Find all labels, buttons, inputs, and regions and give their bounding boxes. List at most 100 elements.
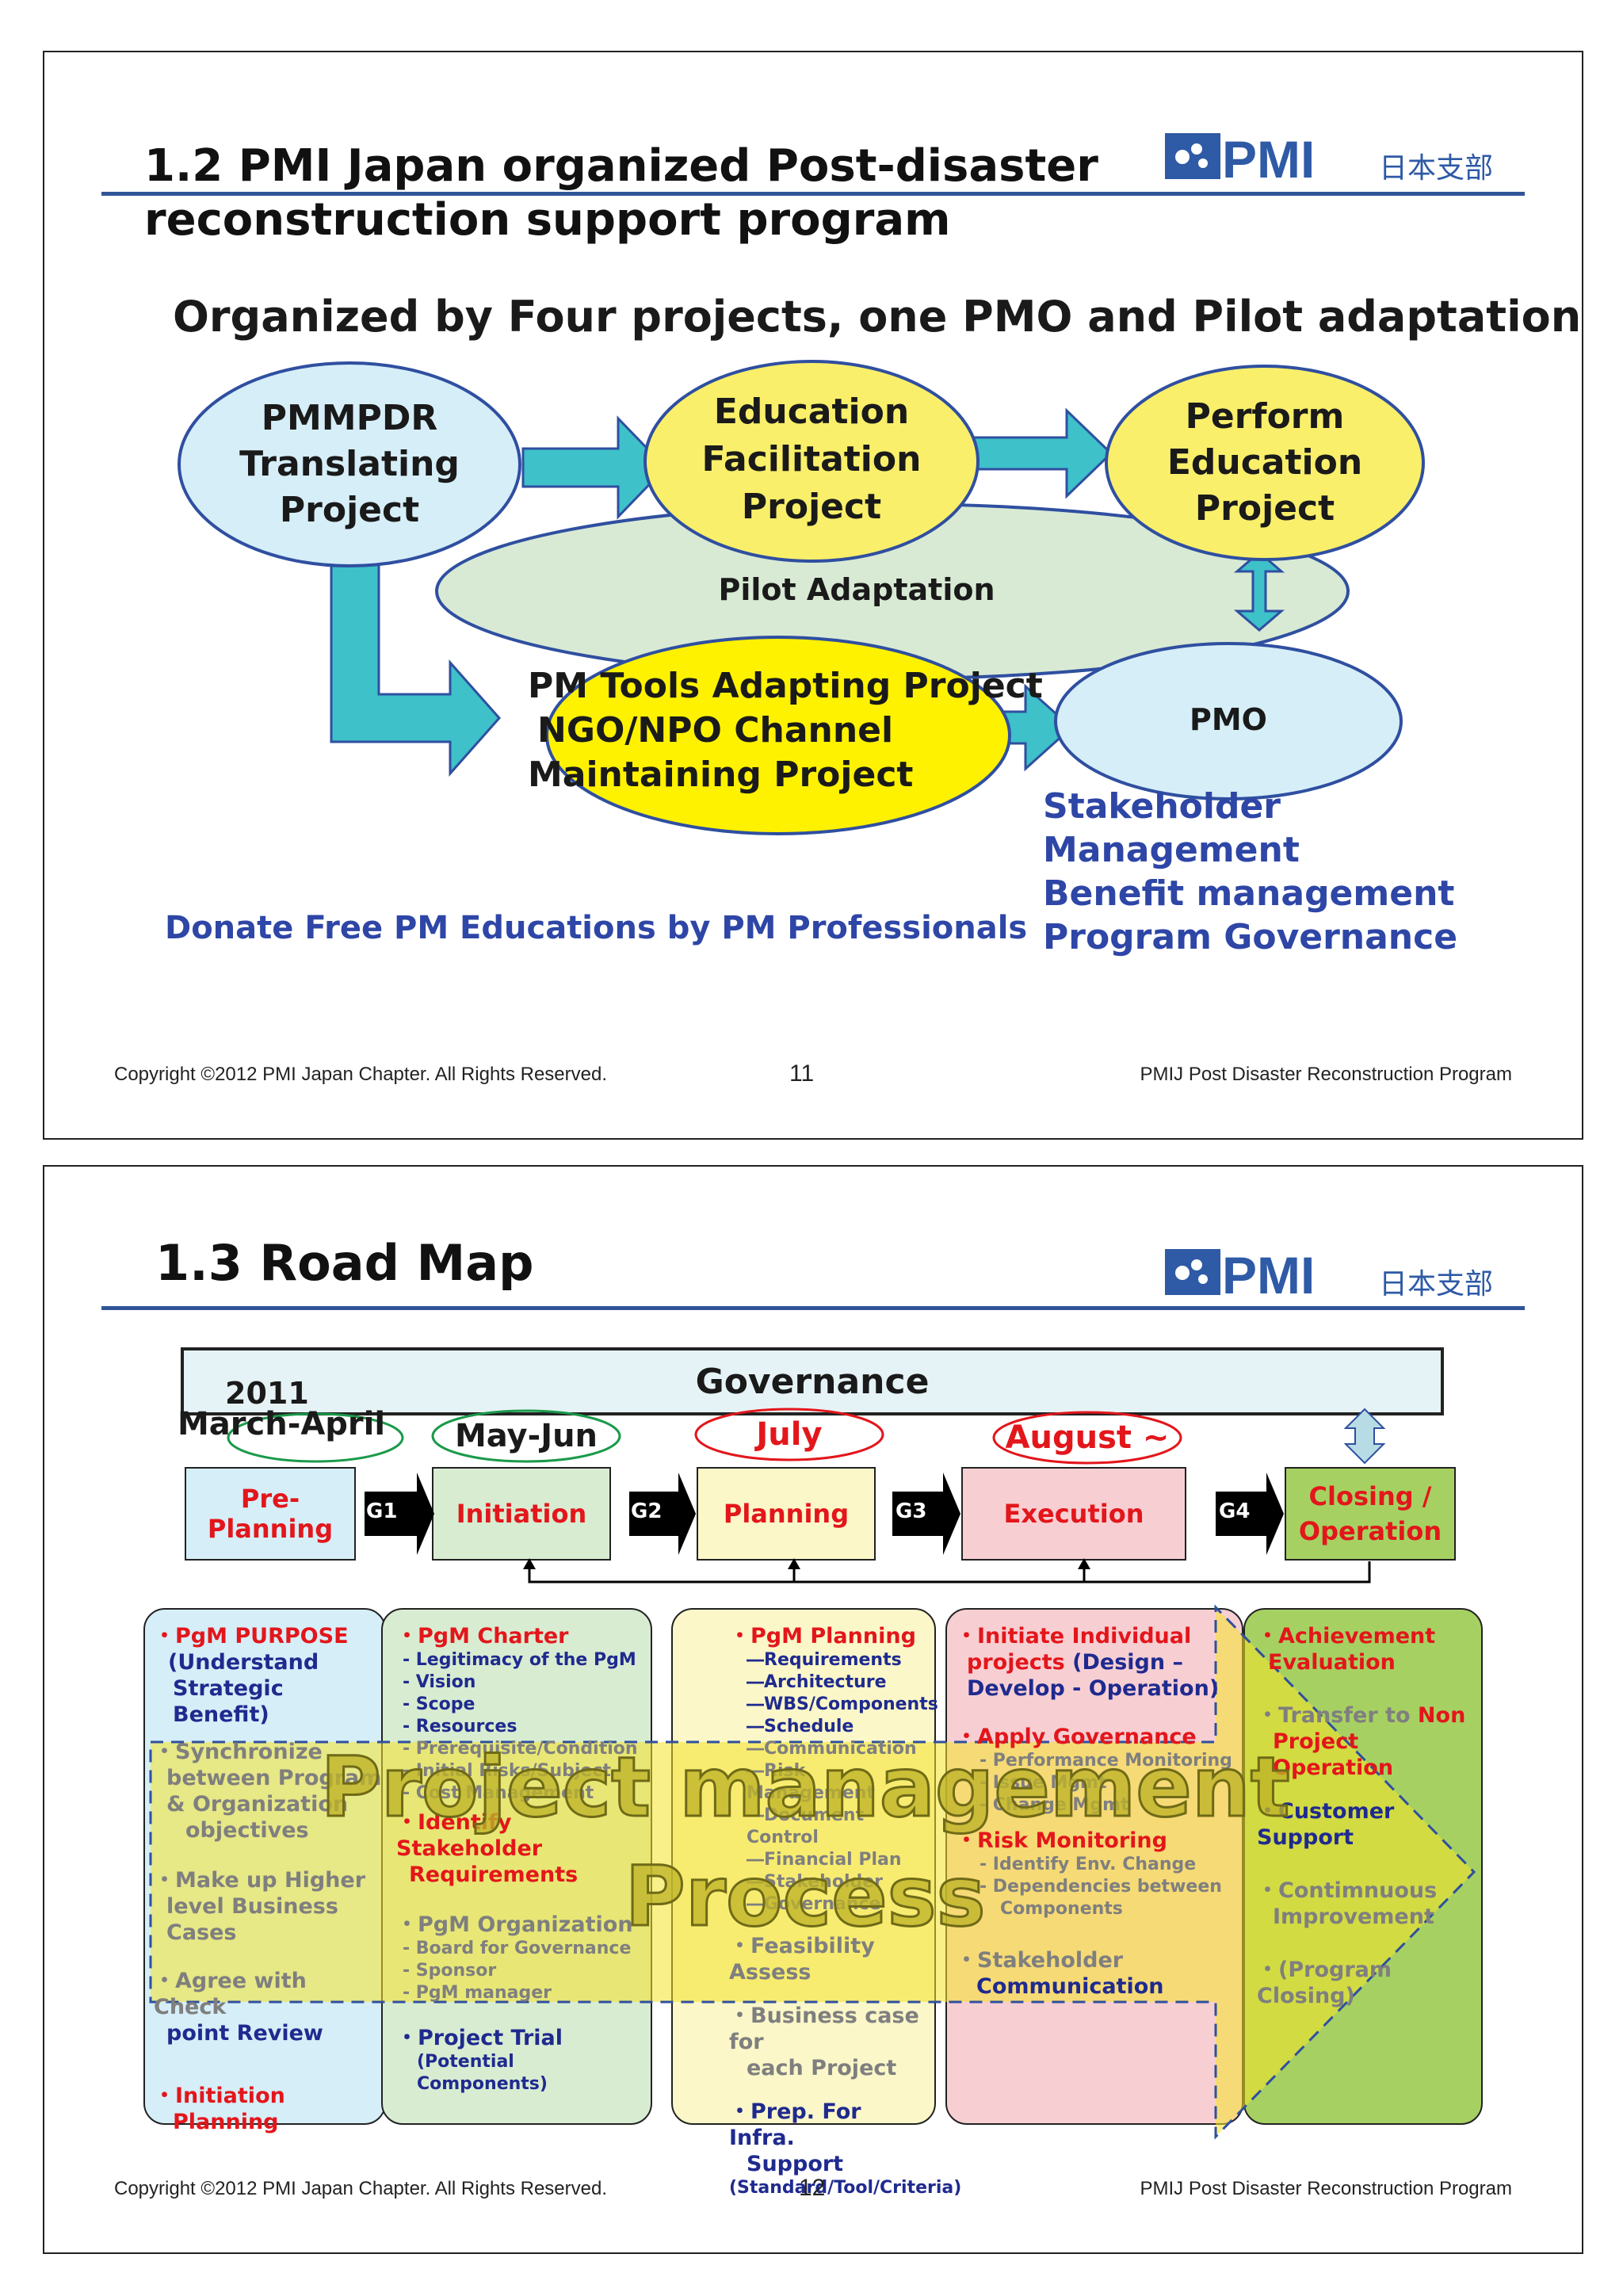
column-item: ・Make up Higher <box>154 1868 366 1893</box>
column-item: ・Prep. For Infra. <box>729 2099 861 2150</box>
phase-execution: Execution <box>1003 1499 1144 1529</box>
phase-closing: Closing / Operation <box>1298 1481 1442 1546</box>
column-item: Project <box>1273 1729 1359 1754</box>
column-planning: ・PgM Planning ―Requirements ―Architectur… <box>729 1623 962 2199</box>
phase-box-closing <box>1285 1467 1456 1561</box>
phase-pre-planning: Pre-Planning <box>207 1484 334 1544</box>
column-item: Evaluation <box>1268 1650 1396 1675</box>
roadmap-diagram <box>143 1408 1483 2140</box>
column-item: ・Identify Stakeholder <box>396 1810 543 1861</box>
column-item: - Change Mgmt <box>980 1795 1129 1815</box>
footer-program: PMIJ Post Disaster Reconstruction Progra… <box>1140 1064 1513 1085</box>
column-item: ―Schedule <box>747 1717 854 1736</box>
column-item: - Dependencies between <box>980 1877 1222 1897</box>
column-item: ―WBS/Components <box>747 1694 938 1714</box>
perform-line: Project <box>1194 488 1335 529</box>
pmo-role: Management <box>1043 830 1300 870</box>
arrow-pilot-pmo-bidirectional <box>1233 551 1285 632</box>
column-item: ・Agree with Check <box>154 1969 307 2019</box>
perform-education-label: Perform Education Project <box>1106 384 1423 542</box>
column-item: ・Risk Monitoring <box>956 1828 1167 1853</box>
column-item: & Organization <box>166 1792 349 1817</box>
period-july: July <box>756 1416 823 1453</box>
education-facilitation-ellipse <box>643 360 980 563</box>
column-item: (Standard/Tool/Criteria) <box>729 2178 962 2198</box>
column-item: (Understand <box>168 1650 319 1675</box>
facilitation-line: Education <box>713 392 910 432</box>
phase-box-planning <box>697 1467 876 1561</box>
overlay-process: Process <box>624 1848 987 1945</box>
phase-planning: Planning <box>723 1499 850 1529</box>
governance-closing-arrow <box>1343 1408 1386 1465</box>
column-item: - Cost Management <box>403 1783 594 1803</box>
column-item: ・(Program Closing) <box>1257 1958 1392 2008</box>
year-label: 2011 <box>225 1376 309 1411</box>
column-item: Improvement <box>1273 1904 1434 1929</box>
column-item: ・Feasibility Assess <box>729 1934 875 1985</box>
pmmpdr-ellipse <box>178 361 521 567</box>
page-number: 11 <box>789 1060 815 1087</box>
logo-brand: PMI <box>1222 130 1315 189</box>
column-item: between Program <box>166 1766 382 1790</box>
pm-tools-label: PM Tools Adapting Project NGO/NPO Channe… <box>528 664 1083 797</box>
column-item: each Project <box>747 2056 897 2080</box>
logo-chapter-text: 日本支部 <box>1379 152 1493 185</box>
column-initiation: ・PgM Charter - Legitimacy of the PgM - V… <box>396 1623 647 2095</box>
period-oval-may-jun <box>431 1409 621 1463</box>
column-item: ・Initiate Individual <box>956 1624 1192 1648</box>
column-item: ・PgM Planning <box>729 1624 916 1648</box>
column-execution: ・Initiate Individual projects (Design – … <box>956 1623 1238 2000</box>
feedback-arrowhead <box>1078 1558 1090 1569</box>
column-item: - Legitimacy of the PgM <box>403 1650 636 1670</box>
column-item: ・PgM PURPOSE <box>154 1624 349 1648</box>
logo-brand: PMI <box>1222 1246 1315 1305</box>
column-item: ―Risk Management <box>747 1761 875 1803</box>
column-item: - Resources <box>403 1717 517 1736</box>
column-item: ・PgM Charter <box>396 1624 569 1648</box>
slide-title: 1.2 PMI Japan organized Post-disaster re… <box>144 139 1098 247</box>
gate-arrow-g1 <box>365 1473 434 1555</box>
column-item: Requirements <box>409 1862 579 1887</box>
column-item: Communication <box>976 1974 1164 1999</box>
pmmpdr-line: PMMPDR <box>261 398 438 438</box>
pmo-role: Program Governance <box>1043 917 1458 957</box>
column-item: ・Transfer to <box>1257 1703 1411 1728</box>
column-pre-planning: ・PgM PURPOSE (Understand Strategic Benef… <box>154 1623 384 2135</box>
gate-arrow-g2 <box>629 1473 696 1555</box>
footer-copyright: Copyright ©2012 PMI Japan Chapter. All R… <box>114 2178 608 2199</box>
gate-g3: G3 <box>896 1499 927 1523</box>
title-line-2: reconstruction support program <box>144 194 951 246</box>
column-item: objectives <box>185 1818 309 1843</box>
title-rule <box>101 192 1525 196</box>
page-number: 12 <box>799 2175 826 2201</box>
column-item: - Initial Risks/Subject <box>403 1761 611 1781</box>
column-item: level Business <box>166 1894 338 1919</box>
column-item: ・Achievement <box>1257 1624 1436 1648</box>
slide-1: 1.2 PMI Japan organized Post-disaster re… <box>43 51 1583 1140</box>
column-item: - Performance Monitoring <box>980 1751 1232 1771</box>
column-item: ・Synchronize <box>154 1740 323 1764</box>
feedback-arrowhead <box>523 1558 536 1569</box>
column-item: Components <box>1000 1899 1123 1919</box>
gate-g2: G2 <box>631 1499 663 1523</box>
education-facilitation-label: Education Facilitation Project <box>645 380 978 539</box>
pilot-adaptation-label: Pilot Adaptation <box>718 572 995 607</box>
pmmpdr-line: Project <box>279 490 420 530</box>
column-item: ―Requirements <box>747 1650 902 1670</box>
footer-copyright: Copyright ©2012 PMI Japan Chapter. All R… <box>114 1064 608 1085</box>
slide-subtitle: Organized by Four projects, one PMO and … <box>173 292 1582 342</box>
column-item: projects <box>967 1650 1065 1675</box>
column-item: ・Customer Support <box>1257 1799 1395 1850</box>
pm-tools-line: NGO/NPO Channel <box>537 710 894 751</box>
feedback-line <box>528 1561 1371 1584</box>
pmi-japan-logo: PMI 日本支部 <box>1165 130 1493 189</box>
pmo-label: PMO <box>1190 702 1267 737</box>
facilitation-line: Facilitation <box>701 439 922 479</box>
slide-2: 1.3 Road Map PMI 日本支部 Governance 2011 <box>43 1165 1583 2254</box>
column-item: - Vision <box>403 1672 476 1692</box>
overlay-project-management: Project management <box>319 1739 1291 1836</box>
period-oval-july <box>694 1408 884 1461</box>
period-oval-march-april <box>227 1412 404 1463</box>
phase-box-execution <box>961 1467 1186 1561</box>
column-item: ―Financial Plan <box>747 1850 902 1870</box>
